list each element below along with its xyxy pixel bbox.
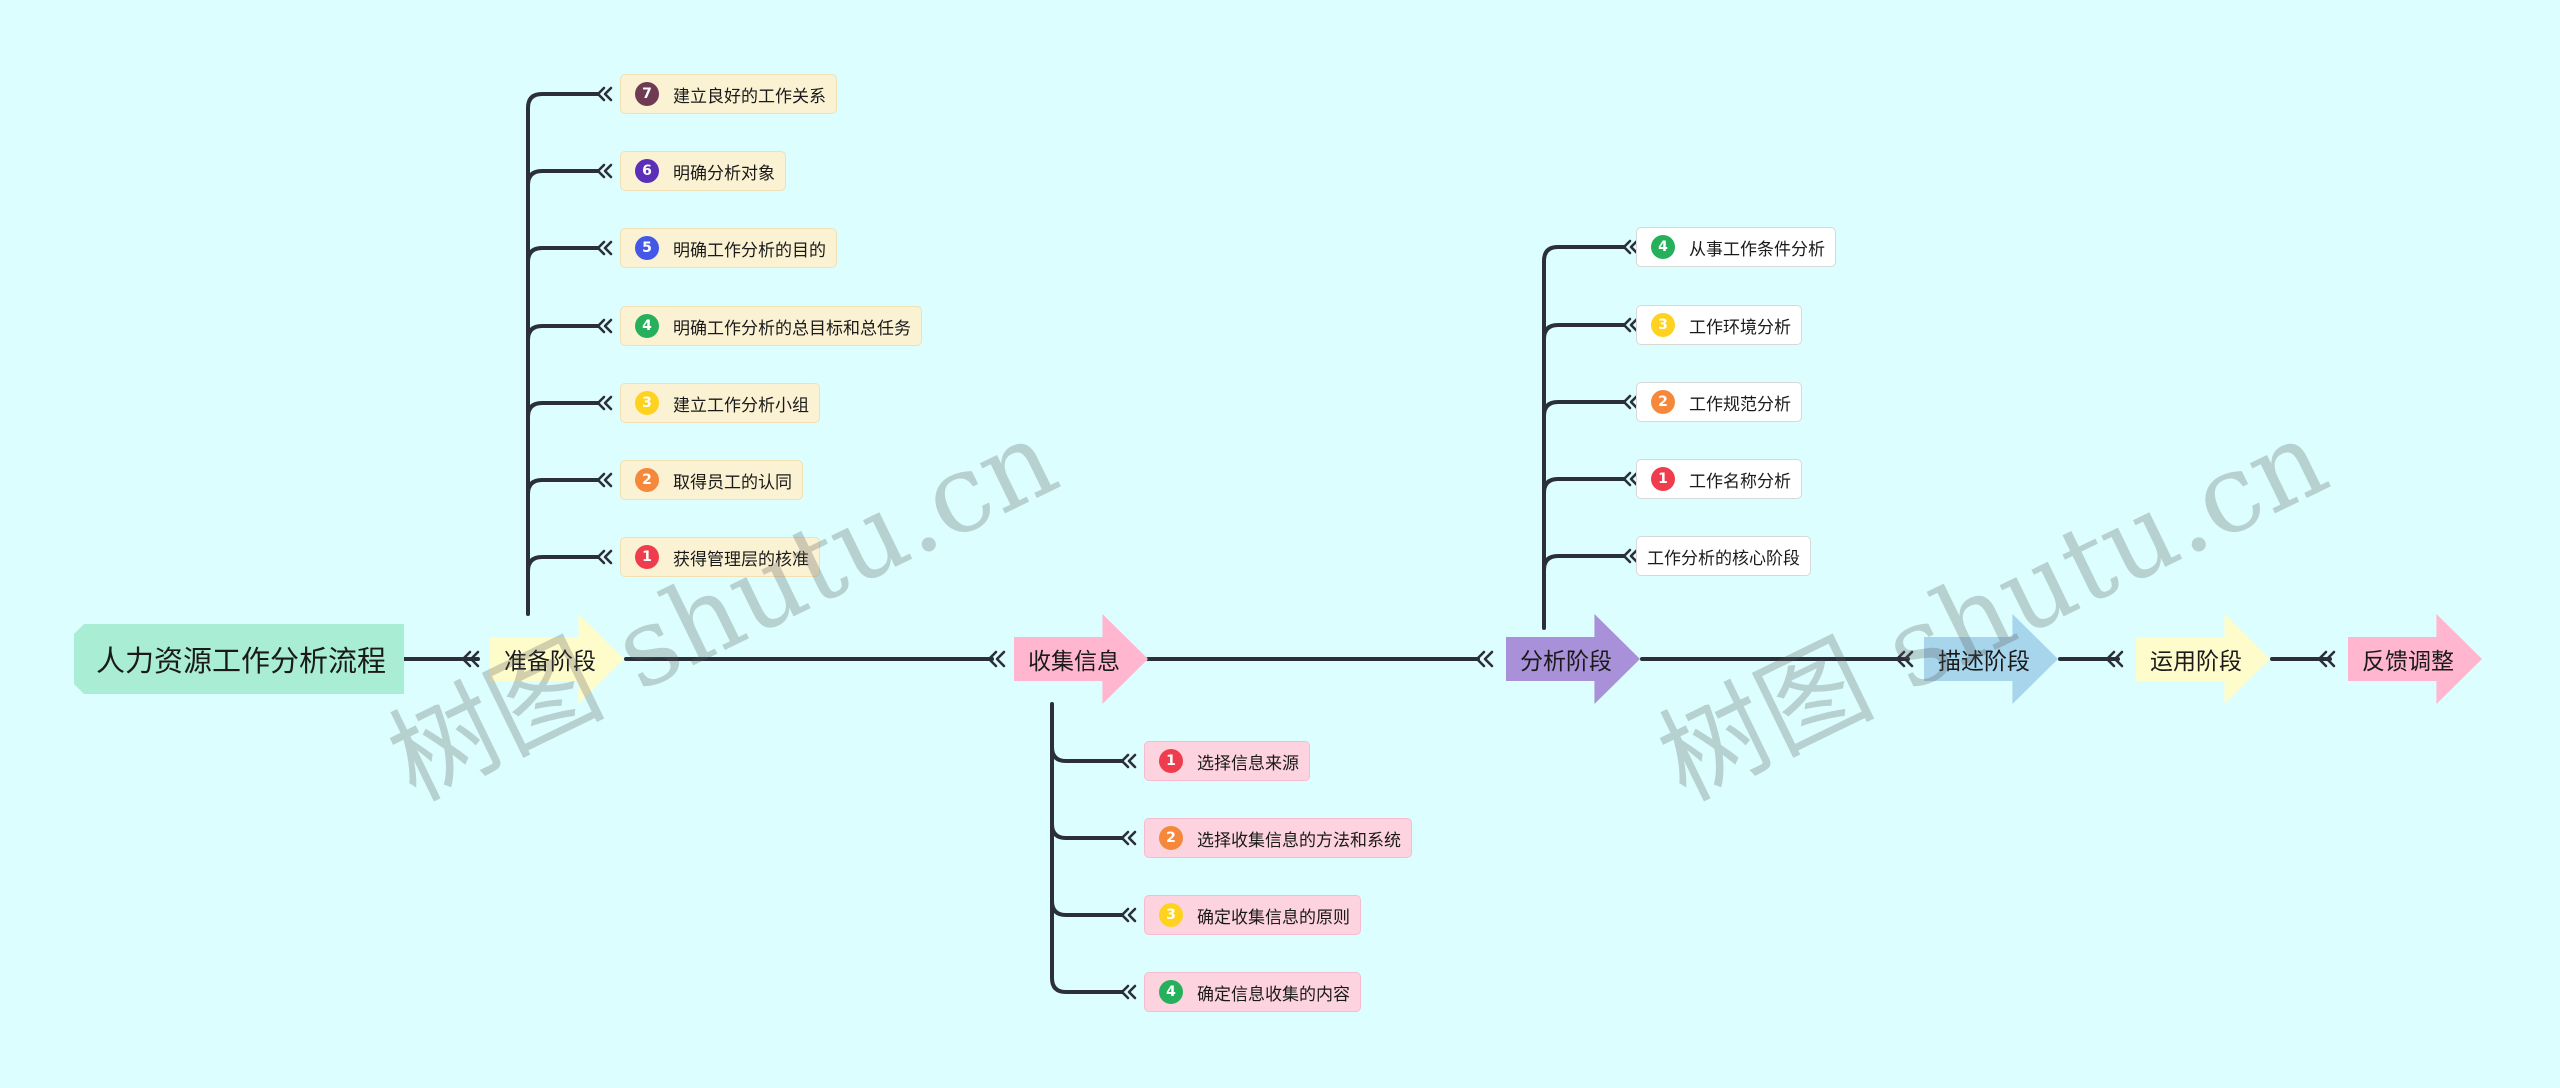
number-badge: 3 <box>635 391 659 415</box>
prep-item[interactable]: 1 获得管理层的核准 <box>620 537 820 577</box>
analysis-item[interactable]: 3 工作环境分析 <box>1636 305 1802 345</box>
analysis-item[interactable]: 1 工作名称分析 <box>1636 459 1802 499</box>
prep-item[interactable]: 6 明确分析对象 <box>620 151 786 191</box>
collect-item[interactable]: 1 选择信息来源 <box>1144 741 1310 781</box>
root-topic[interactable]: 人力资源工作分析流程 <box>74 624 404 694</box>
item-label: 选择收集信息的方法和系统 <box>1197 830 1401 851</box>
number-badge: 2 <box>635 468 659 492</box>
item-label: 获得管理层的核准 <box>673 549 809 570</box>
prep-item[interactable]: 5 明确工作分析的目的 <box>620 228 837 268</box>
stage-label: 准备阶段 <box>504 649 596 675</box>
number-badge: 6 <box>635 159 659 183</box>
item-label: 工作名称分析 <box>1689 471 1791 492</box>
number-badge: 4 <box>1159 980 1183 1004</box>
item-label: 明确工作分析的目的 <box>673 240 826 261</box>
item-label: 确定信息收集的内容 <box>1197 984 1350 1005</box>
prep-item[interactable]: 4 明确工作分析的总目标和总任务 <box>620 306 922 346</box>
stage-label: 运用阶段 <box>2150 649 2242 675</box>
item-label: 取得员工的认同 <box>673 472 792 493</box>
number-badge: 2 <box>1159 826 1183 850</box>
item-label: 确定收集信息的原则 <box>1197 907 1350 928</box>
item-label: 工作规范分析 <box>1689 394 1791 415</box>
stage-label: 分析阶段 <box>1520 649 1612 675</box>
stage-label: 描述阶段 <box>1938 649 2030 675</box>
root-topic-label: 人力资源工作分析流程 <box>95 644 386 678</box>
collect-item[interactable]: 4 确定信息收集的内容 <box>1144 972 1361 1012</box>
number-badge: 1 <box>1651 467 1675 491</box>
prep-item[interactable]: 2 取得员工的认同 <box>620 460 803 500</box>
item-label: 从事工作条件分析 <box>1689 239 1825 260</box>
number-badge: 4 <box>1651 235 1675 259</box>
item-label: 建立工作分析小组 <box>673 395 809 416</box>
stage-label: 收集信息 <box>1028 649 1120 675</box>
item-label: 选择信息来源 <box>1197 753 1299 774</box>
number-badge: 7 <box>635 82 659 106</box>
number-badge: 3 <box>1651 313 1675 337</box>
prep-item[interactable]: 3 建立工作分析小组 <box>620 383 820 423</box>
analysis-item[interactable]: 2 工作规范分析 <box>1636 382 1802 422</box>
number-badge: 1 <box>635 545 659 569</box>
stage-label: 反馈调整 <box>2362 649 2454 675</box>
analysis-item[interactable]: 4 从事工作条件分析 <box>1636 227 1836 267</box>
collect-item[interactable]: 3 确定收集信息的原则 <box>1144 895 1361 935</box>
item-label: 明确工作分析的总目标和总任务 <box>673 318 911 339</box>
collect-item[interactable]: 2 选择收集信息的方法和系统 <box>1144 818 1412 858</box>
item-label: 建立良好的工作关系 <box>673 86 826 107</box>
number-badge: 4 <box>635 314 659 338</box>
number-badge: 1 <box>1159 749 1183 773</box>
number-badge: 5 <box>635 236 659 260</box>
item-label: 工作分析的核心阶段 <box>1647 548 1800 569</box>
item-label: 工作环境分析 <box>1689 317 1791 338</box>
item-label: 明确分析对象 <box>673 163 775 184</box>
number-badge: 2 <box>1651 390 1675 414</box>
analysis-item[interactable]: 工作分析的核心阶段 <box>1636 536 1811 576</box>
number-badge: 3 <box>1159 903 1183 927</box>
prep-item[interactable]: 7 建立良好的工作关系 <box>620 74 837 114</box>
